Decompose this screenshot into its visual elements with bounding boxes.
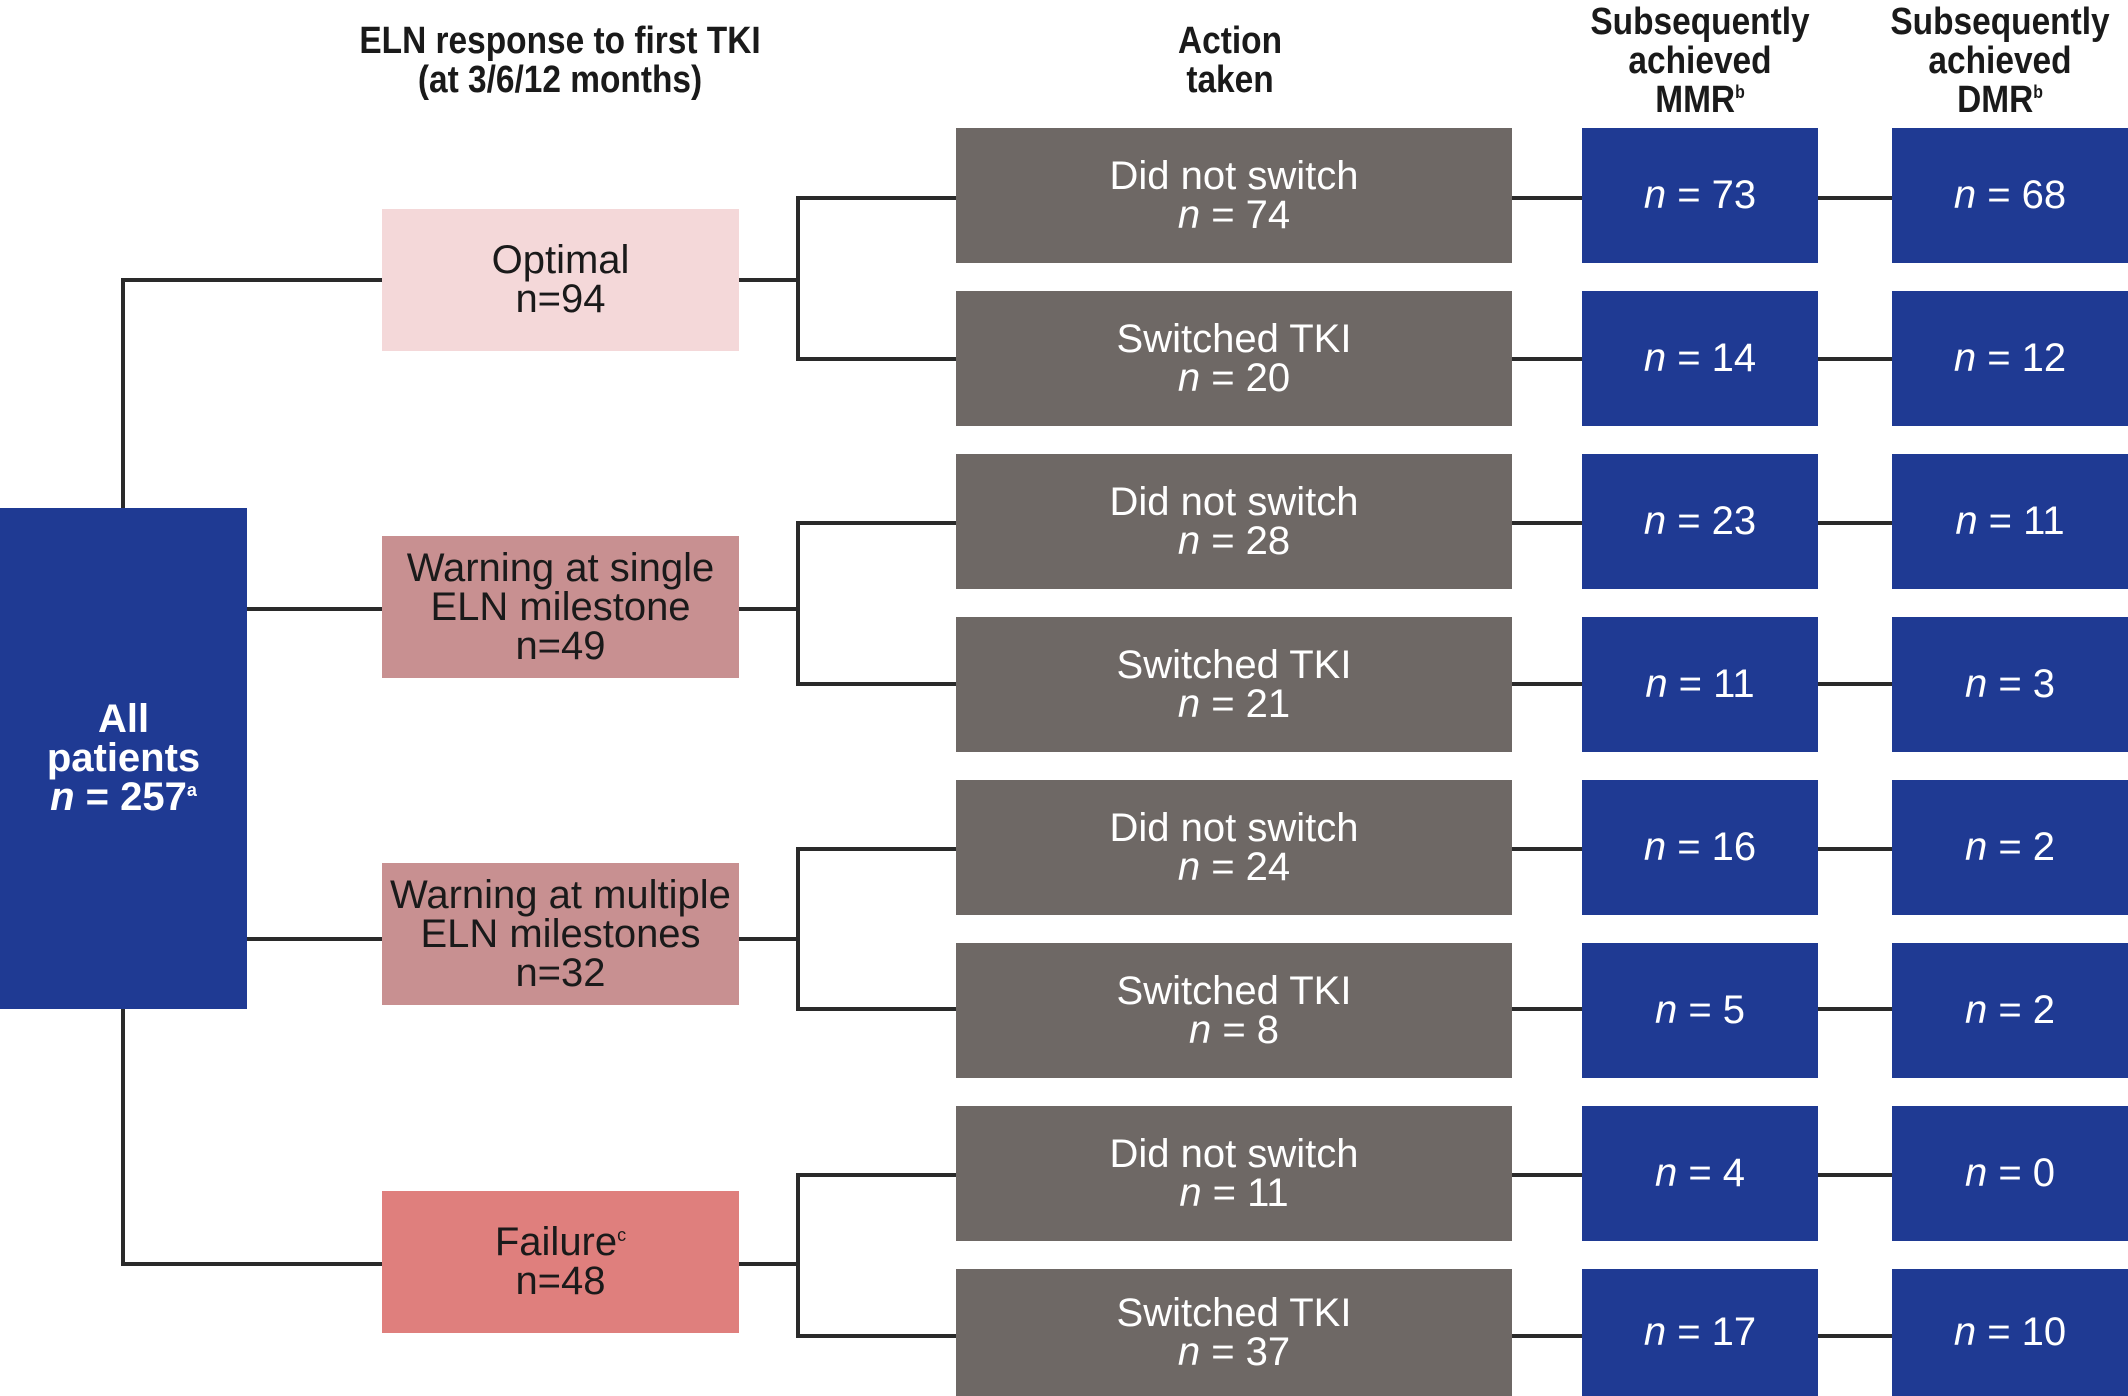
group-count: n=32 bbox=[515, 950, 606, 995]
group-count: n=94 bbox=[515, 277, 606, 321]
dmr-box: n = 3 bbox=[1892, 617, 2128, 752]
action-box: Switched TKI n = 20 bbox=[956, 291, 1512, 426]
mmr-box: n = 5 bbox=[1582, 943, 1818, 1078]
header-action-line2: taken bbox=[1186, 59, 1274, 101]
header-dmr-line2: achieved bbox=[1928, 40, 2072, 82]
action-label: Did not switch bbox=[1109, 805, 1359, 850]
mmr-count: n = 11 bbox=[1645, 662, 1755, 706]
dmr-box: n = 11 bbox=[1892, 454, 2128, 589]
action-count: n = 24 bbox=[1177, 844, 1291, 889]
action-count: n = 20 bbox=[1177, 355, 1291, 400]
connector-root-failure bbox=[121, 1009, 382, 1266]
group-optimal-box: Optimal n=94 bbox=[382, 209, 739, 351]
mmr-count: n = 73 bbox=[1643, 173, 1757, 217]
dmr-count: n = 11 bbox=[1955, 499, 2065, 543]
dmr-count: n = 12 bbox=[1953, 336, 2067, 380]
dmr-box: n = 2 bbox=[1892, 780, 2128, 915]
dmr-box: n = 10 bbox=[1892, 1269, 2128, 1396]
group-warning-multiple-box: Warning at multiple ELN milestones n=32 bbox=[382, 863, 739, 1005]
header-eln-line2: (at 3/6/12 months) bbox=[417, 59, 703, 101]
action-count: n = 21 bbox=[1177, 681, 1291, 726]
mmr-box: n = 23 bbox=[1582, 454, 1818, 589]
action-count: n = 37 bbox=[1177, 1329, 1291, 1374]
header-dmr-footnote: b bbox=[2033, 82, 2043, 102]
header-dmr: Subsequently achieved DMRb bbox=[1887, 3, 2112, 120]
dmr-count: n = 3 bbox=[1964, 662, 2056, 706]
group-label-line1: Failurec bbox=[494, 1220, 627, 1264]
mmr-box: n = 73 bbox=[1582, 128, 1818, 263]
root-line1: All bbox=[97, 697, 150, 741]
header-mmr-line1: Subsequently bbox=[1590, 1, 1810, 43]
action-label: Switched TKI bbox=[1116, 642, 1352, 687]
header-mmr-footnote: b bbox=[1735, 82, 1745, 102]
header-mmr: Subsequently achieved MMRb bbox=[1577, 3, 1823, 120]
header-mmr-line3: MMRb bbox=[1655, 79, 1745, 121]
dmr-count: n = 0 bbox=[1964, 1151, 2056, 1195]
action-box: Switched TKI n = 37 bbox=[956, 1269, 1512, 1396]
action-label: Switched TKI bbox=[1116, 316, 1352, 361]
action-box: Switched TKI n = 21 bbox=[956, 617, 1512, 752]
dmr-count: n = 10 bbox=[1953, 1310, 2067, 1354]
dmr-count: n = 68 bbox=[1953, 173, 2067, 217]
header-mmr-line2: achieved bbox=[1628, 40, 1772, 82]
mmr-box: n = 4 bbox=[1582, 1106, 1818, 1241]
action-box: Did not switch n = 74 bbox=[956, 128, 1512, 263]
action-box: Switched TKI n = 8 bbox=[956, 943, 1512, 1078]
mmr-count: n = 23 bbox=[1643, 499, 1757, 543]
mmr-count: n = 16 bbox=[1643, 825, 1757, 869]
header-action-taken: Action taken bbox=[1098, 22, 1362, 100]
action-label: Switched TKI bbox=[1116, 968, 1352, 1013]
action-label: Did not switch bbox=[1109, 479, 1359, 524]
failure-footnote: c bbox=[617, 1225, 627, 1245]
header-action-line1: Action bbox=[1177, 20, 1283, 62]
action-label: Did not switch bbox=[1109, 1131, 1359, 1176]
dmr-box: n = 12 bbox=[1892, 291, 2128, 426]
mmr-count: n = 4 bbox=[1654, 1151, 1746, 1195]
root-footnote: a bbox=[186, 780, 197, 800]
action-count: n = 74 bbox=[1177, 192, 1291, 237]
dmr-box: n = 0 bbox=[1892, 1106, 2128, 1241]
action-box: Did not switch n = 11 bbox=[956, 1106, 1512, 1241]
mmr-box: n = 14 bbox=[1582, 291, 1818, 426]
mmr-count: n = 17 bbox=[1643, 1310, 1757, 1354]
group-label-line1: Warning at multiple bbox=[390, 872, 731, 917]
group-count: n=48 bbox=[515, 1259, 606, 1303]
group-label-line2: ELN milestone bbox=[430, 584, 691, 629]
mmr-box: n = 17 bbox=[1582, 1269, 1818, 1396]
all-patients-box: All patients n = 257a bbox=[0, 508, 247, 1009]
action-count: n = 11 bbox=[1179, 1170, 1289, 1215]
action-label: Did not switch bbox=[1109, 153, 1359, 198]
group-failure-box: Failurec n=48 bbox=[382, 1191, 739, 1333]
action-label: Switched TKI bbox=[1116, 1290, 1352, 1335]
dmr-box: n = 2 bbox=[1892, 943, 2128, 1078]
group-label-line2: ELN milestones bbox=[420, 911, 701, 956]
action-box: Did not switch n = 24 bbox=[956, 780, 1512, 915]
group-label-line1: Warning at single bbox=[406, 545, 715, 590]
root-count: n = 257a bbox=[50, 775, 197, 819]
header-dmr-line1: Subsequently bbox=[1890, 1, 2110, 43]
header-dmr-line3: DMRb bbox=[1957, 79, 2043, 121]
header-eln-line1: ELN response to first TKI bbox=[359, 20, 761, 62]
dmr-count: n = 2 bbox=[1964, 988, 2056, 1032]
dmr-box: n = 68 bbox=[1892, 128, 2128, 263]
mmr-count: n = 5 bbox=[1654, 988, 1746, 1032]
mmr-box: n = 11 bbox=[1582, 617, 1818, 752]
action-count: n = 28 bbox=[1177, 518, 1291, 563]
mmr-count: n = 14 bbox=[1643, 336, 1757, 380]
group-count: n=49 bbox=[515, 623, 606, 668]
root-line2: patients bbox=[46, 736, 201, 780]
action-count: n = 8 bbox=[1188, 1007, 1280, 1052]
group-warning-single-box: Warning at single ELN milestone n=49 bbox=[382, 536, 739, 678]
dmr-count: n = 2 bbox=[1964, 825, 2056, 869]
action-box: Did not switch n = 28 bbox=[956, 454, 1512, 589]
mmr-box: n = 16 bbox=[1582, 780, 1818, 915]
header-eln-response: ELN response to first TKI (at 3/6/12 mon… bbox=[331, 22, 789, 100]
connector-root-optimal bbox=[121, 278, 382, 508]
group-label-line1: Optimal bbox=[491, 238, 630, 282]
